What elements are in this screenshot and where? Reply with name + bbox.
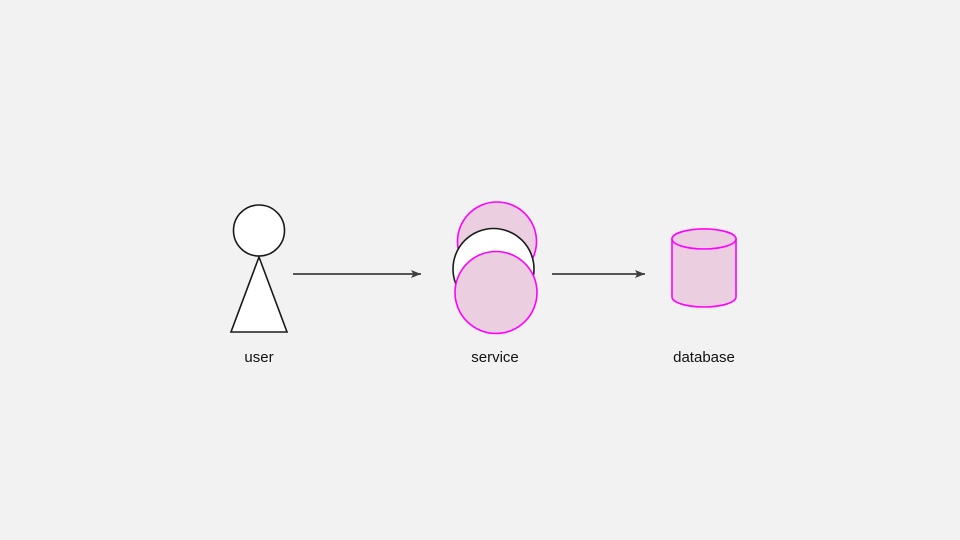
node-user-label: user	[244, 349, 273, 366]
node-database-label: database	[673, 349, 735, 366]
node-service[interactable]: service	[452, 201, 538, 366]
user-body-icon	[229, 254, 289, 333]
node-user[interactable]: user	[229, 204, 289, 366]
node-database[interactable]: database	[671, 228, 737, 366]
database-top-icon	[671, 228, 737, 250]
node-service-label: service	[471, 349, 519, 366]
user-head-icon	[232, 204, 286, 257]
service-circle-front-icon	[454, 250, 538, 335]
